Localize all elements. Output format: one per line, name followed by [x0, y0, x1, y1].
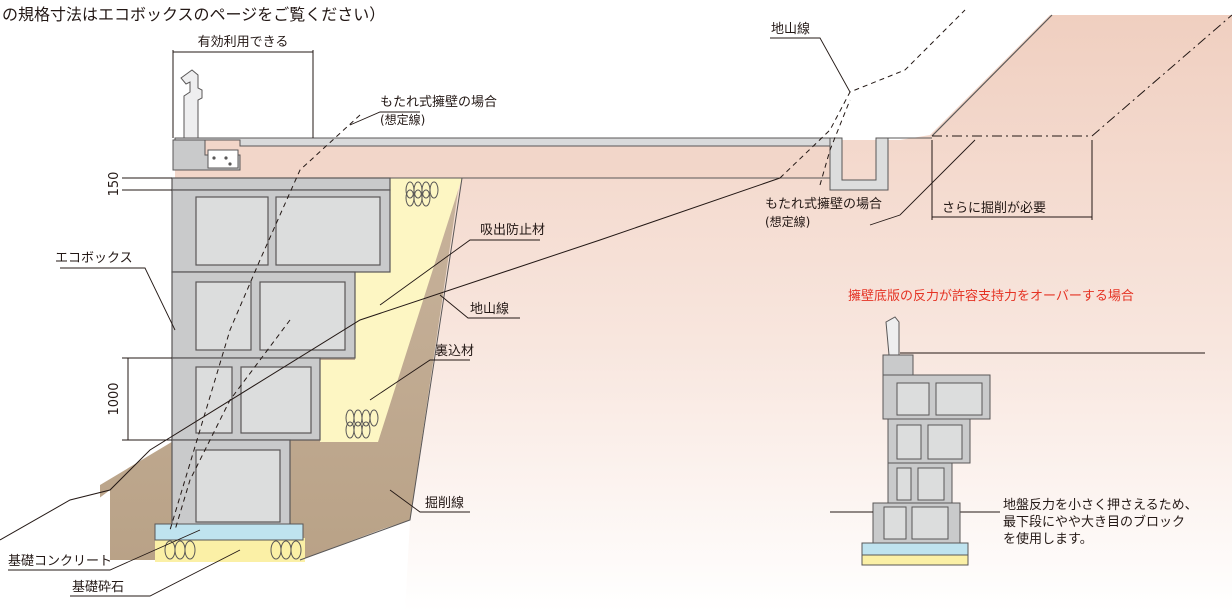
- label-foundation-gravel: 基礎砕石: [72, 580, 124, 595]
- label-leaning-wall-2-note: (想定線): [765, 214, 810, 229]
- label-leaning-wall-2: もたれ式擁壁の場合: [765, 197, 882, 212]
- bracket: [207, 149, 239, 169]
- label-foundation-concrete: 基礎コンクリート: [8, 554, 112, 569]
- guard-fence: [180, 69, 203, 139]
- label-overload-case: 擁壁底版の反力が許容支持力をオーバーする場合: [848, 288, 1134, 304]
- dimension-lines: [122, 50, 1093, 441]
- gravel-pattern: [164, 181, 439, 560]
- label-backfill: 裏込材: [435, 344, 474, 359]
- dash-dot-line: [932, 14, 1232, 137]
- label-suction-prevention: 吸出防止材: [480, 222, 545, 238]
- u-gutter: [829, 137, 889, 191]
- top-note: の規格寸法はエコボックスのページをご覧ください）: [2, 5, 385, 24]
- note-line-3: を使用します。: [1003, 531, 1093, 547]
- label-leaning-wall-1: もたれ式擁壁の場合: [380, 95, 497, 110]
- leader-lines: [8, 37, 1000, 597]
- label-excavation-line: 掘削線: [425, 495, 464, 511]
- note-line-1: 地盤反力を小さく押さえるため、: [1003, 498, 1198, 513]
- ecobox-stack: [171, 177, 391, 529]
- label-extra-excavation: さらに掘削が必要: [942, 201, 1046, 216]
- label-ecobox: エコボックス: [55, 251, 133, 266]
- soil-upper-fill: [175, 140, 830, 178]
- foundation-gravel: [155, 538, 305, 562]
- foundation-concrete: [154, 523, 304, 541]
- overload-case-figure: [830, 316, 1205, 566]
- label-dim-150: 150: [107, 172, 122, 197]
- label-ground-line-mid: 地山線: [470, 301, 509, 317]
- road-slab: [174, 137, 831, 147]
- excavation-white-area: [0, 490, 410, 612]
- label-dim-1000: 1000: [107, 382, 122, 415]
- label-usable-width: 有効利用できる: [198, 35, 289, 50]
- label-ground-line-top: 地山線: [771, 21, 810, 37]
- label-leaning-wall-1-note: (想定線): [380, 112, 425, 127]
- note-line-2: 最下段にやや大き目のブロック: [1003, 514, 1185, 530]
- ground-line: [0, 177, 781, 541]
